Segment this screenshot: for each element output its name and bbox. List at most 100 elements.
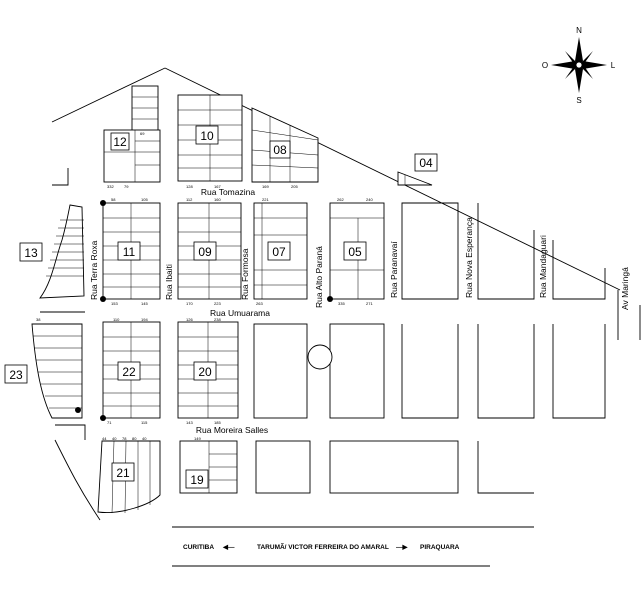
svg-text:105: 105 <box>141 197 148 202</box>
block-23 <box>31 323 83 419</box>
svg-text:19: 19 <box>190 473 204 487</box>
marker-dot <box>100 200 106 206</box>
svg-text:44: 44 <box>102 436 107 441</box>
block-label-09: 09 <box>193 241 217 261</box>
street-label-moreira-salles: Rua Moreira Salles <box>196 425 268 435</box>
road-name: TARUMÃ/ VICTOR FERREIRA DO AMARAL <box>257 542 389 551</box>
bottom-road-legend: CURITIBA ◀— TARUMÃ/ VICTOR FERREIRA DO A… <box>183 542 460 551</box>
svg-text:69: 69 <box>140 131 145 136</box>
svg-text:40: 40 <box>112 436 117 441</box>
block-12 <box>103 129 161 183</box>
svg-text:78: 78 <box>122 436 127 441</box>
block-label-11: 11 <box>117 241 141 261</box>
svg-text:110: 110 <box>113 317 120 322</box>
street-label-ibaiti: Rua Ibaiti <box>164 264 174 300</box>
street-label-alto-parana: Rua Alto Paraná <box>314 246 324 308</box>
street-label-tomazina: Rua Tomazina <box>201 187 255 197</box>
avenue-diagonal-upper <box>51 67 166 123</box>
svg-text:205: 205 <box>291 184 298 189</box>
left-curve-edge-4 <box>54 439 101 521</box>
svg-text:332: 332 <box>107 184 114 189</box>
block-label-20: 20 <box>193 361 217 381</box>
svg-text:80: 80 <box>132 436 137 441</box>
svg-text:07: 07 <box>272 245 286 259</box>
destination-curitiba: CURITIBA <box>183 544 214 551</box>
block-09 <box>177 202 242 300</box>
block-04 <box>397 171 433 186</box>
block-label-08: 08 <box>269 140 291 159</box>
left-curve-edge <box>52 168 69 186</box>
svg-text:20: 20 <box>198 365 212 379</box>
compass-south-label: S <box>576 96 581 105</box>
svg-text:115: 115 <box>141 420 148 425</box>
svg-text:263: 263 <box>256 301 263 306</box>
svg-text:58: 58 <box>111 197 116 202</box>
svg-text:22: 22 <box>122 365 136 379</box>
marker-dot <box>327 296 333 302</box>
block-13 <box>39 204 85 299</box>
block-10-top <box>131 85 159 132</box>
svg-text:335: 335 <box>338 301 345 306</box>
svg-text:240: 240 <box>366 197 373 202</box>
marker-dot <box>100 296 106 302</box>
arrow-left-icon: ◀— <box>222 544 235 551</box>
svg-text:153: 153 <box>111 301 118 306</box>
svg-text:79: 79 <box>124 184 129 189</box>
street-label-umuarama: Rua Umuarama <box>210 308 270 318</box>
block-label-12: 12 <box>110 132 130 151</box>
block-label-10: 10 <box>195 125 219 145</box>
street-label-paranavai: Rua Paranavaí <box>389 241 399 298</box>
marker-dot <box>75 407 81 413</box>
left-curve-edge-3 <box>55 424 86 440</box>
svg-text:23: 23 <box>9 368 23 382</box>
arrow-right-icon: —▶ <box>396 544 409 551</box>
block-label-07: 07 <box>267 241 291 261</box>
block-label-05: 05 <box>343 241 367 261</box>
svg-text:160: 160 <box>214 197 221 202</box>
marker-dot <box>100 415 106 421</box>
svg-text:71: 71 <box>107 420 112 425</box>
lot-numbers: 332 79 128 167 169 205 58 105 112 160 22… <box>36 131 373 441</box>
svg-text:143: 143 <box>186 420 193 425</box>
block-label-22: 22 <box>117 361 141 381</box>
block-label-19: 19 <box>185 469 209 489</box>
svg-text:170: 170 <box>186 301 193 306</box>
block-label-13: 13 <box>19 242 43 262</box>
block-label-04: 04 <box>414 153 438 172</box>
svg-text:262: 262 <box>337 197 344 202</box>
street-label-mandaguari: Rua Mandaguari <box>538 235 548 298</box>
block-label-23: 23 <box>4 364 28 384</box>
svg-text:112: 112 <box>186 197 193 202</box>
svg-text:223: 223 <box>214 301 221 306</box>
svg-text:13: 13 <box>24 246 38 260</box>
open-blocks-east <box>401 202 606 300</box>
destination-piraquara: PIRAQUARA <box>420 544 460 551</box>
svg-text:238: 238 <box>214 317 221 322</box>
svg-text:11: 11 <box>123 245 136 259</box>
svg-text:40: 40 <box>142 436 147 441</box>
compass-east-label: L <box>611 61 616 70</box>
svg-text:126: 126 <box>186 317 193 322</box>
svg-text:167: 167 <box>214 184 221 189</box>
svg-text:169: 169 <box>262 184 269 189</box>
street-label-maringa: Av Maringá <box>620 267 630 310</box>
street-label-nova-esperanca: Rua Nova Esperança <box>464 217 474 298</box>
svg-text:128: 128 <box>186 184 193 189</box>
compass-rose-icon: N S O L <box>542 26 616 105</box>
svg-text:12: 12 <box>113 135 127 149</box>
block-label-21: 21 <box>111 462 135 482</box>
street-label-formosa: Rua Formosa <box>240 248 250 300</box>
compass-west-label: O <box>542 61 548 70</box>
svg-text:149: 149 <box>194 436 201 441</box>
svg-text:185: 185 <box>214 420 221 425</box>
svg-text:04: 04 <box>419 156 433 170</box>
svg-text:09: 09 <box>198 245 212 259</box>
svg-text:194: 194 <box>141 317 148 322</box>
open-blocks-south <box>172 440 534 567</box>
open-blocks-center <box>253 323 606 419</box>
svg-text:221: 221 <box>262 197 269 202</box>
svg-text:21: 21 <box>116 466 130 480</box>
compass-north-label: N <box>576 26 582 35</box>
street-label-terra-roxa: Rua Terra Roxa <box>89 240 99 300</box>
svg-text:145: 145 <box>141 301 148 306</box>
